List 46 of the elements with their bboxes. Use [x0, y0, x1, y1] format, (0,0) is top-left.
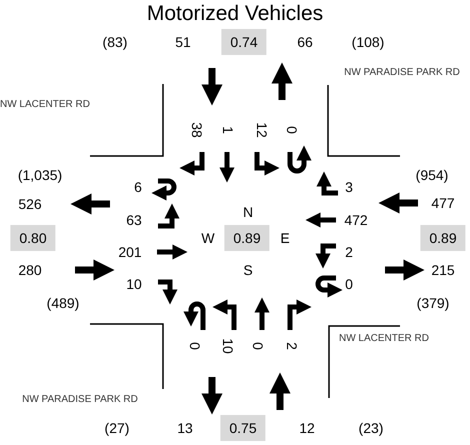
volume-number: 2 — [345, 245, 353, 259]
volume-number: 215 — [431, 263, 455, 277]
compass-letter: N — [242, 205, 254, 219]
compass-letter: W — [201, 231, 215, 245]
peak-hour-factor: 0.75 — [220, 415, 266, 441]
volume-number: 526 — [18, 197, 42, 211]
total-volume: (108) — [352, 35, 384, 49]
street-name: NW LACENTER RD — [0, 100, 90, 110]
peak-hour-factor: 0.74 — [221, 29, 267, 55]
total-volume: (489) — [46, 296, 80, 310]
volume-number: 10 — [221, 338, 235, 354]
volume-number: 12 — [299, 421, 315, 435]
volume-number: 66 — [297, 35, 313, 49]
title: Motorized Vehicles — [146, 2, 324, 26]
total-volume: (23) — [358, 421, 384, 435]
volume-number: 1 — [221, 126, 235, 134]
total-volume: (954) — [416, 168, 448, 182]
volume-number: 0 — [285, 126, 299, 134]
street-name: NW PARADISE PARK RD — [344, 68, 460, 78]
volume-number: 3 — [345, 180, 353, 194]
total-volume: (379) — [416, 296, 450, 310]
volume-number: 6 — [134, 180, 142, 194]
volume-number: 2 — [285, 342, 299, 350]
peak-hour-factor: 0.89 — [224, 225, 270, 251]
compass-letter: S — [243, 263, 253, 277]
volume-number: 472 — [344, 213, 368, 227]
volume-number: 0 — [188, 342, 202, 350]
compass-letter: E — [280, 231, 290, 245]
volume-number: 38 — [190, 122, 204, 138]
total-volume: (83) — [102, 35, 128, 49]
volume-number: 0 — [345, 277, 353, 291]
street-name: NW LACENTER RD — [339, 334, 429, 344]
volume-number: 63 — [126, 213, 142, 227]
volume-number: 477 — [431, 196, 455, 210]
volume-number: 0 — [251, 342, 265, 350]
volume-number: 51 — [175, 35, 191, 49]
peak-hour-factor: 0.89 — [420, 225, 466, 251]
volume-number: 10 — [126, 277, 142, 291]
total-volume: (27) — [104, 421, 130, 435]
volume-number: 12 — [255, 122, 269, 138]
volume-number: 280 — [18, 263, 42, 277]
volume-number: 13 — [177, 421, 193, 435]
volume-number: 201 — [118, 245, 142, 259]
street-name: NW PARADISE PARK RD — [22, 395, 138, 405]
total-volume: (1,035) — [18, 168, 62, 182]
peak-hour-factor: 0.80 — [10, 225, 56, 251]
